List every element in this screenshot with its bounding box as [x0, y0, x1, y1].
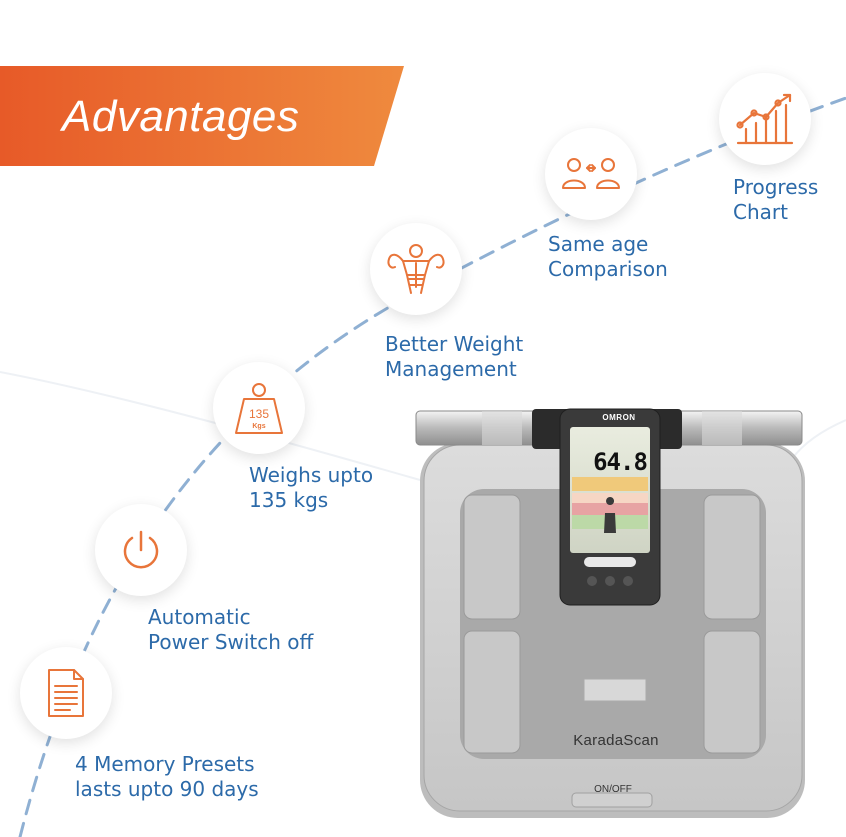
- scale-inner-panel: [460, 489, 766, 759]
- memory-badge: [20, 647, 112, 739]
- foot-electrode-right-bottom: [703, 630, 761, 754]
- capacity-badge: 135 Kgs: [213, 362, 305, 454]
- muscle-icon: [387, 244, 445, 294]
- label-plate: [583, 678, 647, 702]
- area-check-button: [584, 557, 636, 567]
- document-icon: [48, 669, 84, 717]
- foot-electrode-left-top: [463, 494, 521, 620]
- dashed-progress-arc: [18, 96, 846, 837]
- power-icon: [123, 530, 159, 569]
- body-figure: [604, 497, 616, 533]
- guest-button: [623, 576, 633, 586]
- weight-icon: 135 Kgs: [235, 383, 283, 434]
- weight-management-badge: [370, 223, 462, 315]
- foot-electrode-left-bottom: [463, 630, 521, 754]
- weight-readout: 64.8: [593, 448, 648, 476]
- people-compare-icon: [562, 158, 620, 189]
- page-title: Advantages: [62, 92, 300, 141]
- lcd-band-yellow: [572, 477, 648, 491]
- feature-label-power: Automatic Power Switch off: [148, 605, 314, 654]
- power-badge: [95, 504, 187, 596]
- feature-label-progress: Progress Chart: [733, 175, 819, 224]
- feature-label-comparison: Same age Comparison: [548, 232, 668, 281]
- background-line: [0, 371, 421, 481]
- on-off-button: [571, 792, 653, 808]
- feature-label-memory: 4 Memory Presets lasts upto 90 days: [75, 752, 259, 801]
- heading-banner: [0, 66, 404, 166]
- display-button: [605, 576, 615, 586]
- power-label: ON/OFF: [594, 784, 632, 795]
- weight-icon-value: 135: [249, 407, 269, 421]
- feature-label-weight: Better Weight Management: [385, 332, 524, 381]
- memory-button: [587, 576, 597, 586]
- comparison-badge: [545, 128, 637, 220]
- foot-electrode-right-top: [703, 494, 761, 620]
- lcd-band-red: [572, 503, 648, 515]
- scale-brand: OMRON: [602, 413, 636, 422]
- weight-icon-unit: Kgs: [252, 423, 265, 430]
- feature-label-capacity: Weighs upto 135 kgs: [249, 463, 374, 512]
- progress-chart-badge: [719, 73, 811, 165]
- chart-icon: [736, 93, 794, 145]
- body-composition-scale: [415, 408, 805, 818]
- product-name: KaradaScan: [573, 732, 659, 749]
